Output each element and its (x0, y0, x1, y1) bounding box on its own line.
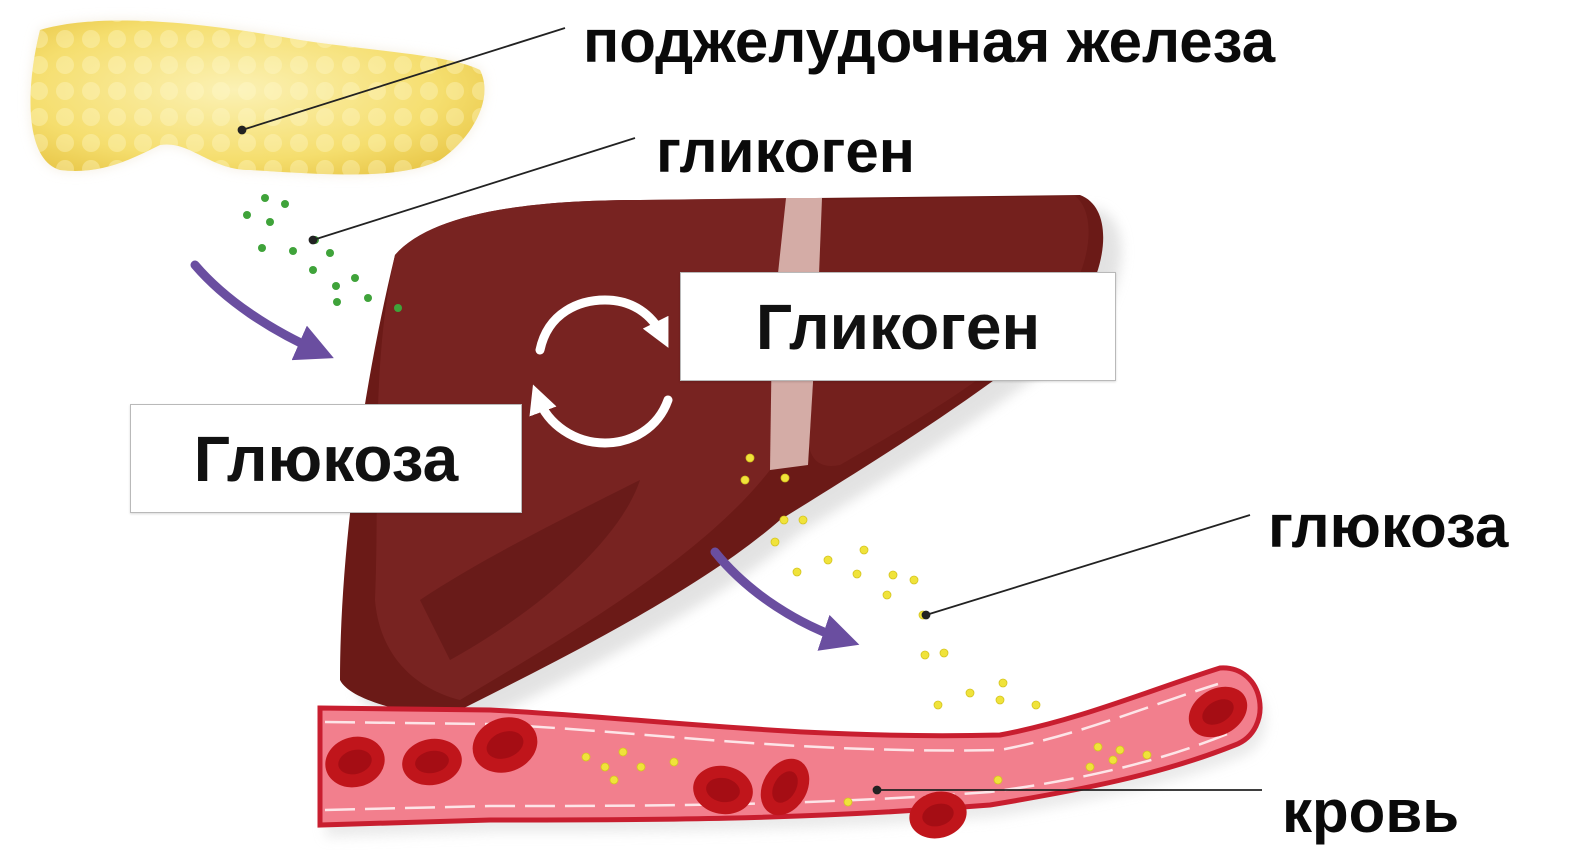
blood-label: кровь (1282, 782, 1459, 842)
flow-arrow-icon (195, 265, 320, 352)
glucose-box: Глюкоза (130, 404, 522, 513)
pancreas-label: поджелудочная железа (583, 12, 1275, 72)
glycogen-label: гликоген (656, 122, 915, 182)
glucose-box-label: Глюкоза (194, 422, 458, 496)
glycogen-box: Гликоген (680, 272, 1116, 381)
glycogen-particles (243, 194, 402, 312)
glycogen-box-label: Гликоген (756, 290, 1040, 364)
pancreas (30, 21, 484, 175)
glucose-label: глюкоза (1268, 497, 1508, 557)
